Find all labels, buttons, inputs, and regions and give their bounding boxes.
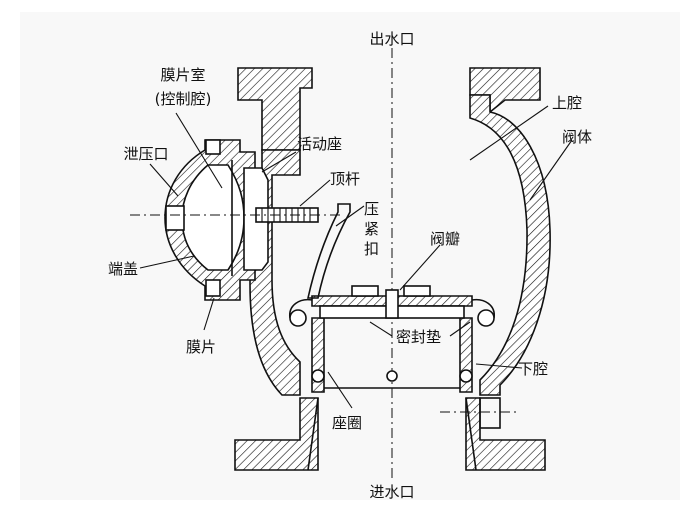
diaphragm-label: 膜片 (186, 338, 216, 356)
valve-body-right-wall (469, 94, 551, 396)
valve-body-label: 阀体 (562, 128, 592, 146)
clamp-label-3: 扣 (364, 240, 379, 258)
clamp-label-2: 紧 (364, 220, 379, 238)
end-cap-label: 端盖 (108, 260, 138, 278)
relief-port-plug (165, 205, 185, 231)
seat-taper-right (465, 397, 477, 471)
relief-port-label: 泄压口 (123, 145, 168, 163)
outlet-label: 出水口 (369, 30, 414, 48)
seat-bolt-left (311, 369, 325, 383)
control-chamber-label: (控制腔) (155, 90, 212, 108)
diaphragm-chamber-cavity (181, 164, 245, 271)
bottom-flange-left (234, 397, 319, 471)
valve-disc-label: 阀瓣 (430, 230, 460, 248)
clamp-shape (307, 203, 351, 299)
push-rod-label: 顶杆 (330, 170, 360, 188)
hinge-pin-left (289, 309, 307, 327)
diaphragm-chamber-label: 膜片室 (160, 66, 205, 84)
diagram-frame (20, 12, 680, 500)
lower-chamber-label: 下腔 (518, 360, 548, 378)
seat-ring-label: 座圈 (332, 414, 362, 432)
clamp-label-1: 压 (364, 200, 379, 218)
seal-gasket-label: 密封垫 (396, 328, 441, 346)
seat-taper-left (307, 397, 319, 471)
movable-seat-label: 活动座 (297, 135, 342, 153)
bottom-flange-right (465, 397, 546, 471)
lower-boss (479, 397, 501, 429)
seat-bolt-right (459, 369, 473, 383)
hinge-pin-right (477, 309, 495, 327)
upper-chamber-label: 上腔 (552, 94, 582, 112)
inlet-label: 进水口 (369, 483, 414, 501)
seat-bolt-center (386, 370, 398, 382)
